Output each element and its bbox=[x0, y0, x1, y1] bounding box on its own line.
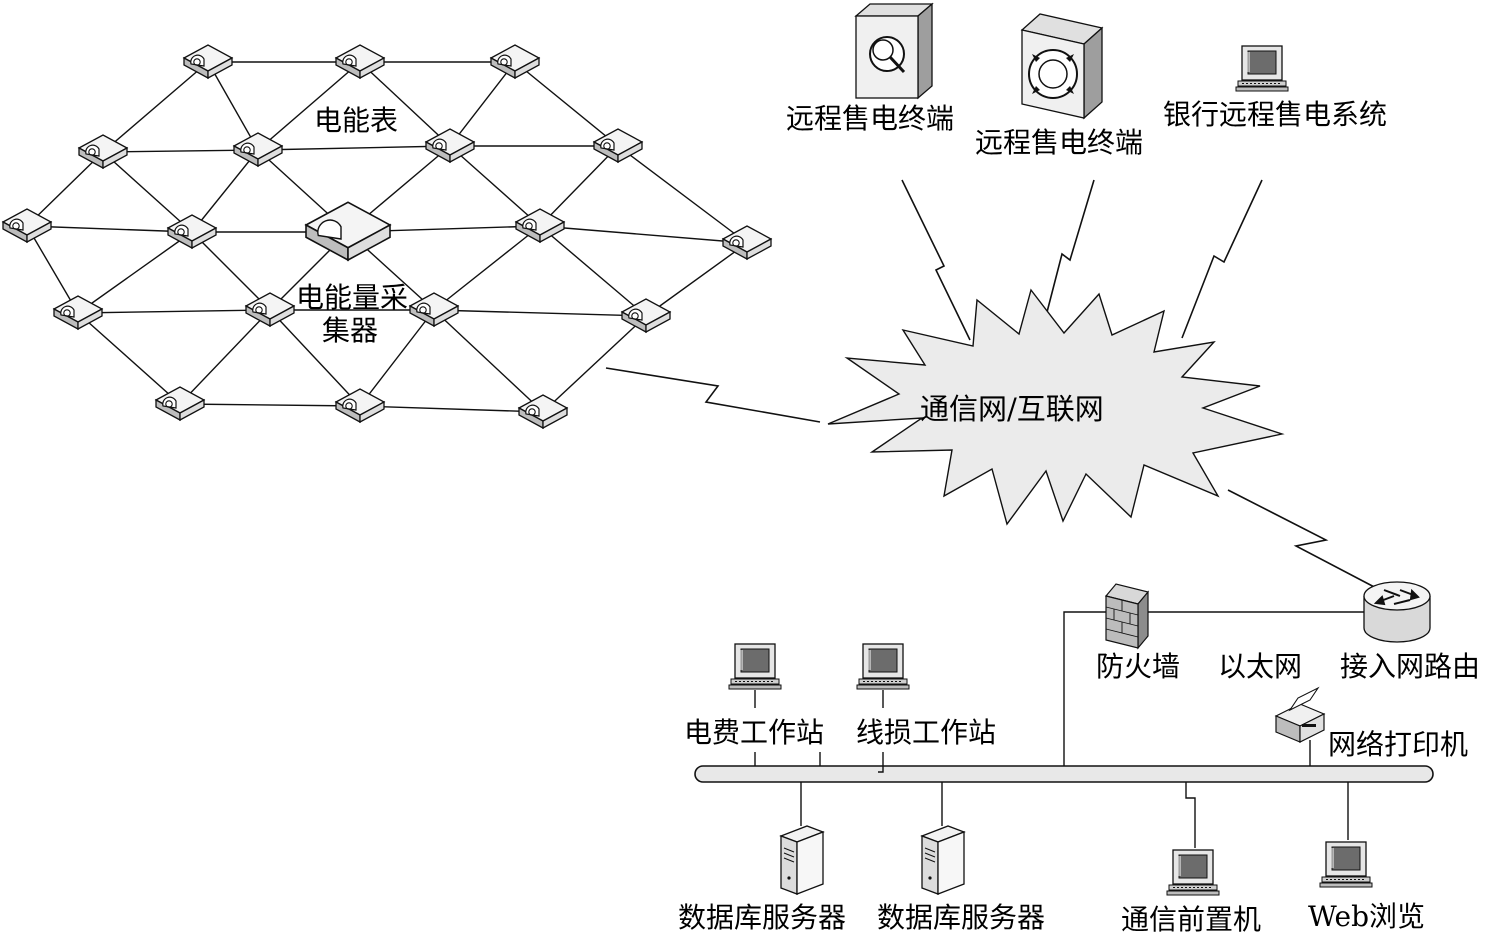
wireless-links bbox=[605, 179, 1381, 591]
remote-terminal-2-icon bbox=[1020, 13, 1104, 120]
collector-label-line1: 电能量采 bbox=[296, 281, 408, 314]
meter-icon bbox=[167, 214, 217, 249]
lan-uplink bbox=[1063, 611, 1364, 766]
meter-icon bbox=[183, 44, 233, 79]
firewall-icon bbox=[1104, 583, 1150, 650]
terminal-2-label: 远程售电终端 bbox=[975, 126, 1143, 159]
meter-icon bbox=[409, 292, 459, 327]
meter-icon bbox=[425, 128, 475, 163]
lineloss-workstation-icon bbox=[856, 643, 910, 690]
router-label: 接入网路由 bbox=[1340, 650, 1480, 683]
remote-terminal-1-icon bbox=[854, 2, 934, 100]
db-server-1-label: 数据库服务器 bbox=[678, 901, 846, 934]
bank-to-cloud-link bbox=[1181, 179, 1263, 339]
meter-icon bbox=[245, 292, 295, 327]
web-browser-label: Web浏览 bbox=[1308, 900, 1425, 933]
workstation-drops bbox=[754, 690, 884, 773]
cloud-to-router-link bbox=[1227, 489, 1381, 591]
comm-frontend-icon bbox=[1166, 849, 1220, 896]
bank-system-label: 银行远程售电系统 bbox=[1163, 98, 1387, 131]
meter-icon bbox=[335, 44, 385, 79]
billing-workstation-label: 电费工作站 bbox=[684, 716, 824, 749]
billing-workstation-icon bbox=[728, 643, 782, 690]
meter-icon bbox=[593, 128, 643, 163]
bottom-drops bbox=[800, 782, 1349, 848]
comm-frontend-label: 通信前置机 bbox=[1121, 903, 1261, 935]
db-server-2-icon bbox=[921, 825, 965, 895]
web-browser-icon bbox=[1319, 841, 1373, 888]
meter-mesh-links bbox=[26, 61, 748, 413]
cloud-label: 通信网/互联网 bbox=[920, 392, 1104, 426]
mesh-to-cloud-link bbox=[605, 367, 821, 423]
db-server-1-icon bbox=[780, 825, 824, 895]
lineloss-workstation-label: 线损工作站 bbox=[856, 716, 996, 749]
terminal1-to-cloud-link bbox=[901, 179, 971, 341]
terminal2-to-cloud-link bbox=[1045, 179, 1095, 317]
network-cloud-icon bbox=[827, 288, 1285, 526]
bank-system-icon bbox=[1235, 45, 1289, 92]
meter-icon bbox=[515, 208, 565, 243]
meter-icon bbox=[518, 394, 568, 429]
ethernet-bus bbox=[694, 765, 1434, 783]
terminal-1-label: 远程售电终端 bbox=[786, 102, 954, 135]
meter-label: 电能表 bbox=[314, 104, 398, 137]
collector-label-line2: 集器 bbox=[322, 314, 378, 347]
meter-icon bbox=[233, 132, 283, 167]
firewall-label: 防火墙 bbox=[1096, 650, 1180, 683]
meter-icon bbox=[335, 388, 385, 423]
router-icon bbox=[1363, 581, 1431, 643]
meter-icon bbox=[490, 44, 540, 79]
ethernet-label: 以太网 bbox=[1218, 650, 1302, 683]
meter-icon bbox=[2, 208, 52, 243]
printer-label: 网络打印机 bbox=[1328, 728, 1468, 761]
db-server-2-label: 数据库服务器 bbox=[877, 901, 1045, 934]
meter-icon bbox=[155, 386, 205, 421]
network-printer-icon bbox=[1274, 686, 1326, 743]
meter-icon bbox=[78, 134, 128, 169]
energy-collector-icon bbox=[304, 201, 392, 262]
